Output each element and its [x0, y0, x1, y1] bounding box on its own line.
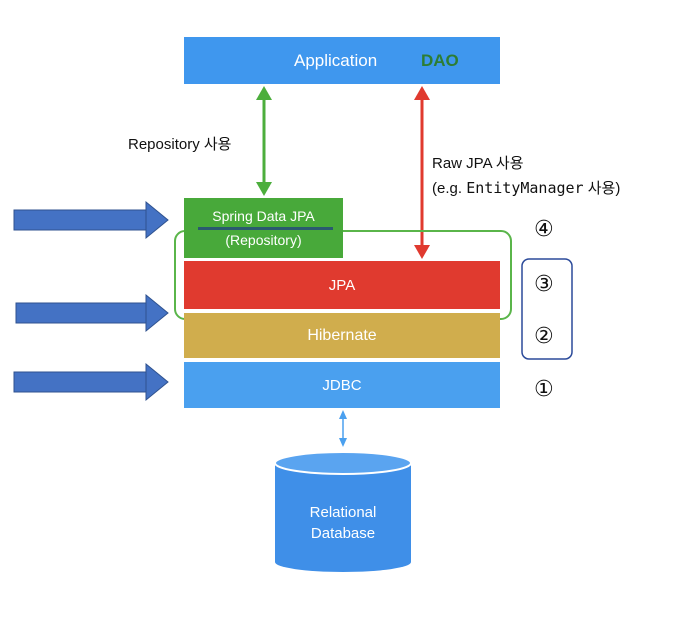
- database-label-line1: Relational: [309, 504, 377, 521]
- marker-2: ②: [534, 324, 554, 349]
- marker-4: ④: [534, 217, 554, 242]
- database-label: Relational Database: [275, 502, 411, 544]
- raw-jpa-usage-label: Raw JPA 사용: [432, 155, 524, 172]
- repository-arrow: [256, 86, 272, 196]
- jdbc-label: JDBC: [322, 376, 362, 394]
- jpa-box: JPA: [184, 261, 500, 309]
- marker-3: ③: [534, 272, 554, 297]
- pointer-arrow-hibernate: [15, 293, 169, 333]
- repository-label: (Repository): [225, 232, 302, 248]
- database-label-line2: Database: [310, 525, 376, 542]
- database-cylinder: [274, 451, 412, 572]
- spring-data-jpa-label: Spring Data JPA: [212, 208, 315, 224]
- jdbc-db-arrow: [339, 410, 347, 447]
- dao-label: DAO: [421, 51, 459, 70]
- spring-data-underline: [198, 227, 333, 230]
- pointer-arrow-spring-data: [13, 200, 169, 240]
- entitymanager-code: EntityManager: [466, 179, 584, 197]
- application-label: Application: [294, 51, 378, 70]
- application-box: Application DAO: [184, 37, 500, 84]
- raw-jpa-arrow: [414, 86, 430, 259]
- pointer-arrow-jdbc: [13, 362, 169, 402]
- jdbc-box: JDBC: [184, 362, 500, 408]
- marker-1: ①: [534, 377, 554, 402]
- repository-usage-label: Repository 사용: [128, 136, 232, 153]
- hibernate-label: Hibernate: [307, 326, 377, 344]
- marker-group-outline: [521, 258, 573, 360]
- jpa-label: JPA: [328, 276, 356, 294]
- hibernate-box: Hibernate: [184, 313, 500, 358]
- entitymanager-example-label: (e.g. EntityManager 사용): [432, 179, 621, 197]
